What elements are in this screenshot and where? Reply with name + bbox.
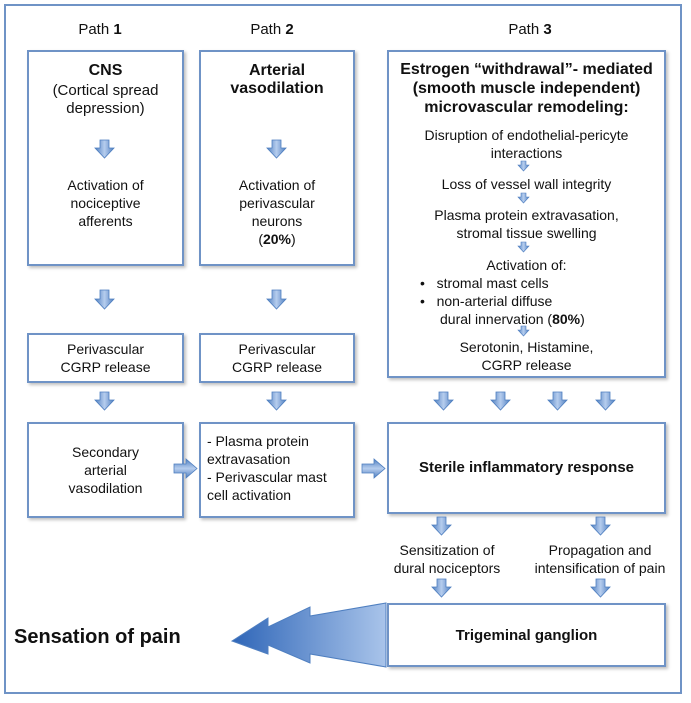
sterile-inflammatory-text: Sterile inflammatory response <box>418 459 635 476</box>
path1-cgrp-box <box>27 333 184 383</box>
path3-bullet-innervation: • non-arterial diffuse <box>420 293 553 309</box>
down-arrow-icon <box>595 391 616 411</box>
down-arrow-icon <box>590 578 611 598</box>
down-arrow-icon <box>433 391 454 411</box>
down-arrow-icon <box>490 391 511 411</box>
path3-step-extravasation: Plasma protein extravasation,stromal tis… <box>434 207 619 241</box>
path3-bullet-mast-cells: • stromal mast cells <box>420 275 549 291</box>
path3-dural-innervation: dural innervation (80%) <box>440 311 585 327</box>
path2-header: Path 2 <box>250 21 294 38</box>
lightning-bolt-icon <box>230 602 387 668</box>
down-arrow-icon <box>266 391 287 411</box>
path3-step-serotonin: Serotonin, Histamine,CGRP release <box>459 339 594 373</box>
diagram-frame <box>4 4 682 694</box>
path1-title: CNS <box>88 62 123 79</box>
path2-effects-box <box>199 422 355 518</box>
sterile-inflammatory-box <box>387 422 666 514</box>
down-arrow-icon <box>517 241 530 253</box>
path3-step-activation: Activation of: <box>486 257 567 273</box>
path1-header: Path 1 <box>78 21 122 38</box>
down-arrow-icon <box>266 289 287 310</box>
down-arrow-icon <box>431 578 452 598</box>
down-arrow-icon <box>517 192 530 204</box>
path3-header: Path 3 <box>508 21 552 38</box>
path1-cns-box <box>27 50 184 266</box>
down-arrow-icon <box>94 289 115 310</box>
down-arrow-icon <box>517 325 530 337</box>
down-arrow-icon <box>517 160 530 172</box>
sensation-of-pain: Sensation of pain <box>14 626 181 648</box>
right-arrow-icon <box>173 458 198 479</box>
trigeminal-ganglion-box <box>387 603 666 667</box>
path3-title: Estrogen “withdrawal”- mediated(smooth m… <box>400 61 653 116</box>
down-arrow-icon <box>266 139 287 159</box>
path1-secondary-box <box>27 422 184 518</box>
down-arrow-icon <box>590 516 611 536</box>
trigeminal-ganglion-text: Trigeminal ganglion <box>455 627 598 644</box>
down-arrow-icon <box>94 139 115 159</box>
down-arrow-icon <box>547 391 568 411</box>
down-arrow-icon <box>431 516 452 536</box>
path3-step-integrity: Loss of vessel wall integrity <box>441 176 612 192</box>
path2-cgrp-box <box>199 333 355 383</box>
right-arrow-icon <box>361 458 386 479</box>
down-arrow-icon <box>94 391 115 411</box>
path3-estrogen-box <box>387 50 666 378</box>
